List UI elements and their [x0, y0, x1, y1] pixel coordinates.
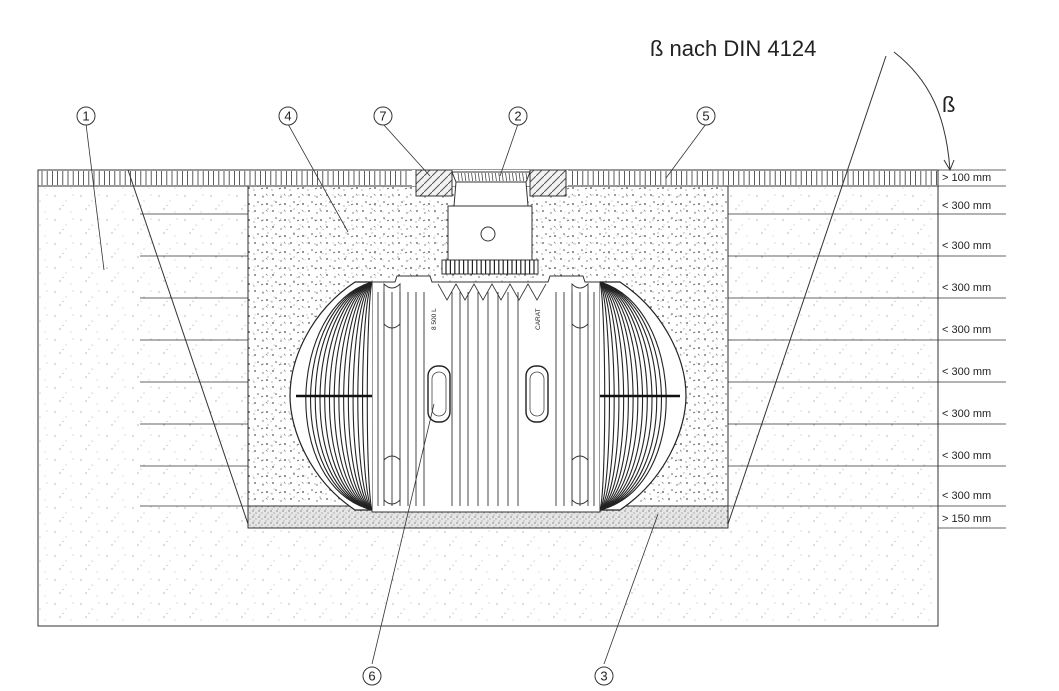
dimension-label: < 300 mm — [942, 450, 991, 462]
svg-text:3: 3 — [600, 669, 607, 684]
dimension-label: < 300 mm — [942, 408, 991, 420]
din-title: ß nach DIN 4124 — [650, 36, 816, 61]
tank-capacity-mark: 8 500 L — [431, 308, 438, 330]
manhole-lid — [451, 171, 531, 183]
svg-text:5: 5 — [702, 109, 709, 124]
dimension-label: < 300 mm — [942, 240, 991, 252]
callout-4: 4 — [278, 106, 298, 126]
svg-text:7: 7 — [379, 109, 386, 124]
tank-body — [371, 275, 601, 513]
shaft-hole — [480, 226, 496, 242]
tank-window-right — [525, 365, 549, 423]
dimension-label: < 300 mm — [942, 490, 991, 502]
svg-text:4: 4 — [284, 109, 291, 124]
load-ring-left — [415, 169, 453, 197]
slope-line — [727, 55, 887, 525]
shaft-cone — [453, 181, 529, 207]
svg-text:2: 2 — [514, 109, 521, 124]
dimension-label: < 300 mm — [942, 282, 991, 294]
callout-6: 6 — [362, 666, 382, 686]
tank-brand-mark: CARAT — [535, 308, 542, 330]
dimension-label: < 300 mm — [942, 324, 991, 336]
callout-7: 7 — [373, 106, 393, 126]
callout-1: 1 — [76, 106, 96, 126]
dimension-label: < 300 mm — [942, 366, 991, 378]
beta-symbol: ß — [942, 92, 955, 117]
dimension-label: < 300 mm — [942, 200, 991, 212]
callout-3: 3 — [594, 666, 614, 686]
excavation-steps-left — [140, 186, 249, 528]
dimension-label: > 100 mm — [942, 172, 991, 184]
callout-2: 2 — [508, 106, 528, 126]
load-ring-right — [529, 169, 567, 197]
svg-text:1: 1 — [82, 109, 89, 124]
excavation-steps-right — [727, 186, 938, 528]
slope-line-left — [127, 169, 249, 525]
dimension-label: > 150 mm — [942, 513, 991, 525]
svg-text:6: 6 — [368, 669, 375, 684]
callout-5: 5 — [696, 106, 716, 126]
angle-arc — [893, 51, 951, 171]
leader-lines — [85, 123, 707, 665]
tank-window-left — [427, 365, 451, 423]
